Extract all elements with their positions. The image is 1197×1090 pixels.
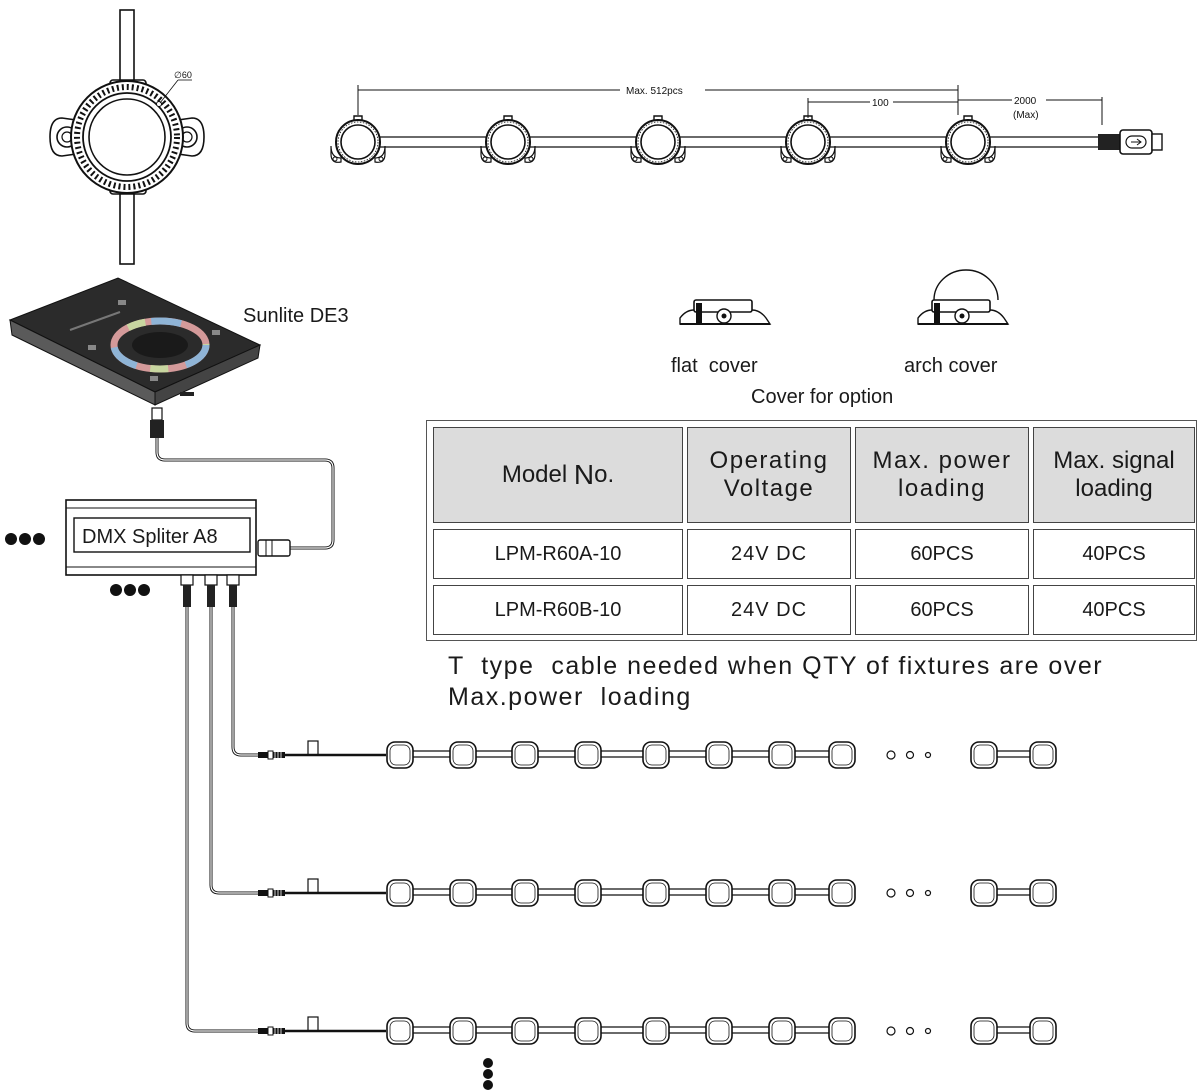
row1-voltage: 24V DC <box>687 529 851 579</box>
header-model-n: N <box>573 458 595 490</box>
t-cable-note-line1: T type cable needed when QTY of fixtures… <box>448 652 1104 680</box>
ellipsis-dots-icon <box>110 584 150 596</box>
row2-signal: 40PCS <box>1033 585 1195 635</box>
header-signal: Max. signal loading <box>1033 427 1195 523</box>
row2-model: LPM-R60B-10 <box>433 585 683 635</box>
header-signal-line1: Max. signal <box>1053 447 1175 475</box>
row2-voltage: 24V DC <box>687 585 851 635</box>
arch-cover-icon <box>917 269 1010 325</box>
header-power: Max. power loading <box>855 427 1029 523</box>
flat-cover-icon <box>679 299 772 325</box>
splitter-output-connectors <box>180 574 240 607</box>
row1-power: 60PCS <box>855 529 1029 579</box>
end-connector-icon <box>1098 129 1163 155</box>
row1-signal: 40PCS <box>1033 529 1195 579</box>
diameter-label: ∅60 <box>174 70 192 80</box>
header-model-prefix: Model <box>501 461 574 489</box>
flat-cover-label: flat cover <box>671 355 758 377</box>
header-voltage: Operating Voltage <box>687 427 851 523</box>
fixture-side-view <box>49 9 205 265</box>
row2-power: 60PCS <box>855 585 1029 635</box>
controller-label: Sunlite DE3 <box>243 305 349 327</box>
lead-length-note: (Max) <box>1013 110 1039 121</box>
controller-cable <box>150 407 335 557</box>
header-voltage-line2: Voltage <box>723 475 815 502</box>
dmx-splitter-box-icon <box>65 499 257 576</box>
ellipsis-dots-icon <box>483 1058 493 1090</box>
fixture-chain-row-3 <box>257 1016 1057 1045</box>
header-power-line2: loading <box>898 475 986 502</box>
fixture-chain-row-2 <box>257 878 1057 907</box>
header-voltage-line1: Operating <box>709 447 829 475</box>
cover-caption: Cover for option <box>751 386 894 408</box>
ellipsis-dots-icon <box>5 533 45 545</box>
spacing-label: 100 <box>872 98 889 109</box>
header-signal-line2: loading <box>1075 475 1153 502</box>
header-power-line1: Max. power <box>872 447 1012 475</box>
row1-model: LPM-R60A-10 <box>433 529 683 579</box>
arch-cover-label: arch cover <box>904 355 998 377</box>
t-cable-note-line2: Max.power loading <box>448 683 692 712</box>
top-fixture-chain <box>330 85 1163 165</box>
splitter-label: DMX Spliter A8 <box>82 526 218 548</box>
t-cable-note: T type cable needed when QTY of fixtures… <box>448 651 1148 714</box>
max-count-label: Max. 512pcs <box>626 86 683 97</box>
feed-cables <box>185 607 258 1033</box>
touch-panel-controller-icon <box>8 277 262 406</box>
lead-length-label: 2000 <box>1014 96 1037 107</box>
fixture-chain-row-1 <box>257 740 1057 769</box>
header-model-suffix: o. <box>594 461 615 489</box>
